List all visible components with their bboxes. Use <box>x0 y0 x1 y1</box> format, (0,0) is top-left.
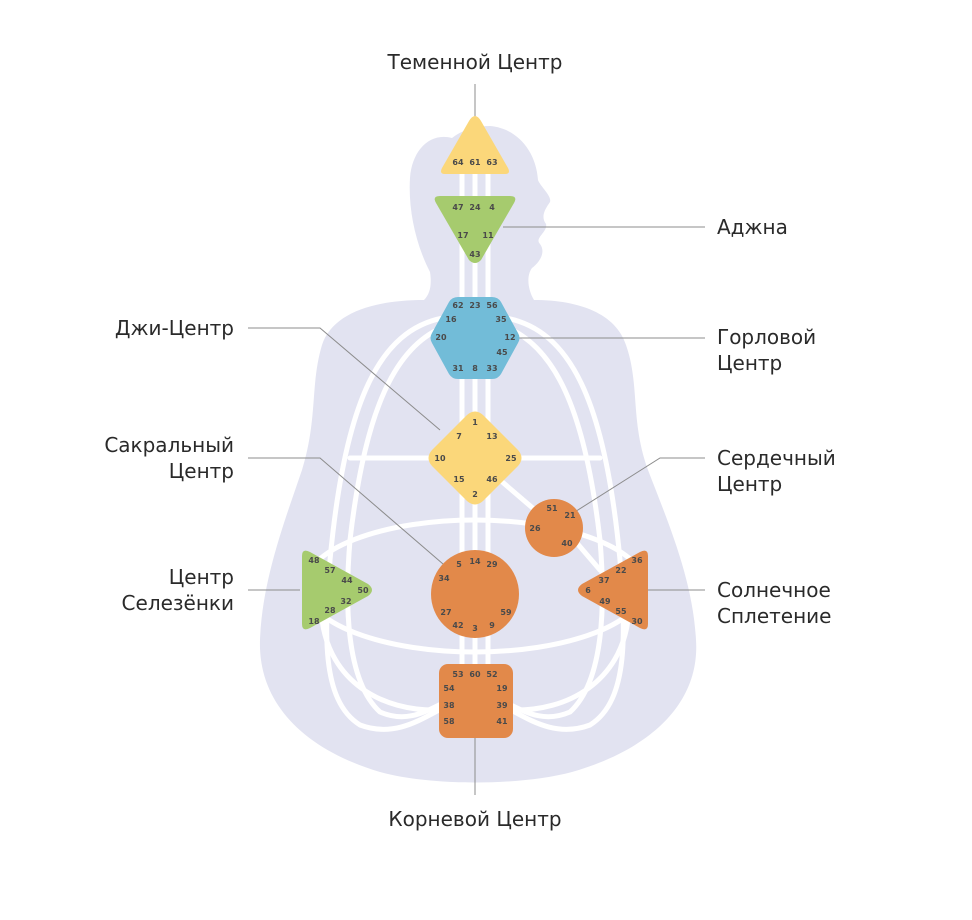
gate-number: 27 <box>440 608 451 617</box>
gate-number: 10 <box>434 454 446 463</box>
gate-number: 63 <box>486 158 497 167</box>
gate-number: 36 <box>631 556 643 565</box>
gate-number: 3 <box>472 624 478 633</box>
gate-number: 7 <box>456 432 462 441</box>
gate-number: 24 <box>469 203 481 212</box>
gate-number: 26 <box>529 524 541 533</box>
head-center-label: Теменной Центр <box>387 50 563 74</box>
gate-number: 45 <box>496 348 508 357</box>
gate-number: 11 <box>482 231 494 240</box>
gate-number: 12 <box>504 333 515 342</box>
gate-number: 17 <box>457 231 468 240</box>
gate-number: 15 <box>453 475 465 484</box>
gate-number: 18 <box>308 617 320 626</box>
throat-center <box>430 297 520 379</box>
ajna-label: Аджна <box>717 215 788 239</box>
gate-number: 8 <box>472 364 478 373</box>
solar-plexus-label: Сплетение <box>717 604 831 628</box>
g-center <box>428 411 522 505</box>
gate-number: 46 <box>486 475 498 484</box>
gate-number: 51 <box>546 504 558 513</box>
gate-number: 33 <box>486 364 497 373</box>
leader-line <box>248 457 451 571</box>
gate-number: 58 <box>443 717 455 726</box>
root-center-label: Корневой Центр <box>388 807 561 831</box>
channel-line <box>497 477 538 513</box>
gate-number: 54 <box>443 684 455 693</box>
gate-number: 34 <box>438 574 450 583</box>
gate-number: 35 <box>495 315 507 324</box>
gate-number: 22 <box>615 566 626 575</box>
spleen-center-label: Селезёнки <box>122 591 234 615</box>
gate-number: 32 <box>340 597 351 606</box>
gate-number: 52 <box>486 670 497 679</box>
gate-number: 4 <box>489 203 495 212</box>
heart-center-label: Центр <box>717 472 782 496</box>
heart-center-label: Сердечный <box>717 446 836 470</box>
root-center <box>439 664 513 738</box>
gate-number: 60 <box>469 670 481 679</box>
solar-plexus-center <box>578 550 648 630</box>
gate-number: 19 <box>496 684 508 693</box>
gate-numbers: 64 61 63 47 24 4 17 11 43 62 23 56 16 35… <box>308 158 643 726</box>
gate-number: 41 <box>496 717 508 726</box>
gate-number: 47 <box>452 203 463 212</box>
gate-number: 53 <box>452 670 463 679</box>
spleen-center <box>302 550 372 630</box>
gate-number: 21 <box>564 511 576 520</box>
gate-number: 48 <box>308 556 320 565</box>
gate-number: 64 <box>452 158 464 167</box>
gate-number: 13 <box>486 432 497 441</box>
leader-lines <box>248 84 705 795</box>
spleen-center-label: Центр <box>169 565 234 589</box>
gate-number: 49 <box>599 597 611 606</box>
gate-number: 25 <box>505 454 517 463</box>
gate-number: 62 <box>452 301 463 310</box>
gate-number: 59 <box>500 608 512 617</box>
gate-number: 55 <box>615 607 627 616</box>
gate-number: 61 <box>469 158 481 167</box>
gate-number: 40 <box>561 539 573 548</box>
channel-line <box>507 617 631 713</box>
gate-number: 56 <box>486 301 498 310</box>
leader-line <box>569 457 705 516</box>
gate-number: 23 <box>469 301 480 310</box>
gate-number: 2 <box>472 490 478 499</box>
g-center-label: Джи-Центр <box>115 316 234 340</box>
ajna-center <box>434 196 516 263</box>
gate-number: 50 <box>357 586 369 595</box>
gate-number: 1 <box>472 418 478 427</box>
gate-number: 37 <box>598 576 609 585</box>
leader-line <box>248 327 441 431</box>
gate-number: 6 <box>585 586 591 595</box>
gate-number: 14 <box>469 557 481 566</box>
gate-number: 43 <box>469 250 480 259</box>
head-center <box>441 116 509 174</box>
gate-number: 57 <box>324 566 335 575</box>
gate-number: 20 <box>435 333 447 342</box>
throat-center-label: Центр <box>717 351 782 375</box>
gate-number: 9 <box>489 621 495 630</box>
center-labels: Теменной Центр Аджна Горловой Центр Джи-… <box>104 50 835 831</box>
gate-number: 30 <box>631 617 643 626</box>
solar-plexus-label: Солнечное <box>717 578 831 602</box>
centers-layer <box>302 116 648 738</box>
gate-number: 28 <box>324 606 336 615</box>
gate-number: 29 <box>486 560 498 569</box>
sacral-center <box>431 550 519 638</box>
gate-number: 42 <box>452 621 463 630</box>
gate-number: 44 <box>341 576 353 585</box>
gate-number: 16 <box>445 315 457 324</box>
sacral-center-label: Сакральный <box>104 433 234 457</box>
gate-number: 5 <box>456 560 462 569</box>
gate-number: 39 <box>496 701 508 710</box>
gate-number: 38 <box>443 701 455 710</box>
gate-number: 31 <box>452 364 464 373</box>
throat-center-label: Горловой <box>717 325 816 349</box>
channel-line <box>319 617 443 713</box>
heart-center <box>525 499 583 557</box>
sacral-center-label: Центр <box>169 459 234 483</box>
